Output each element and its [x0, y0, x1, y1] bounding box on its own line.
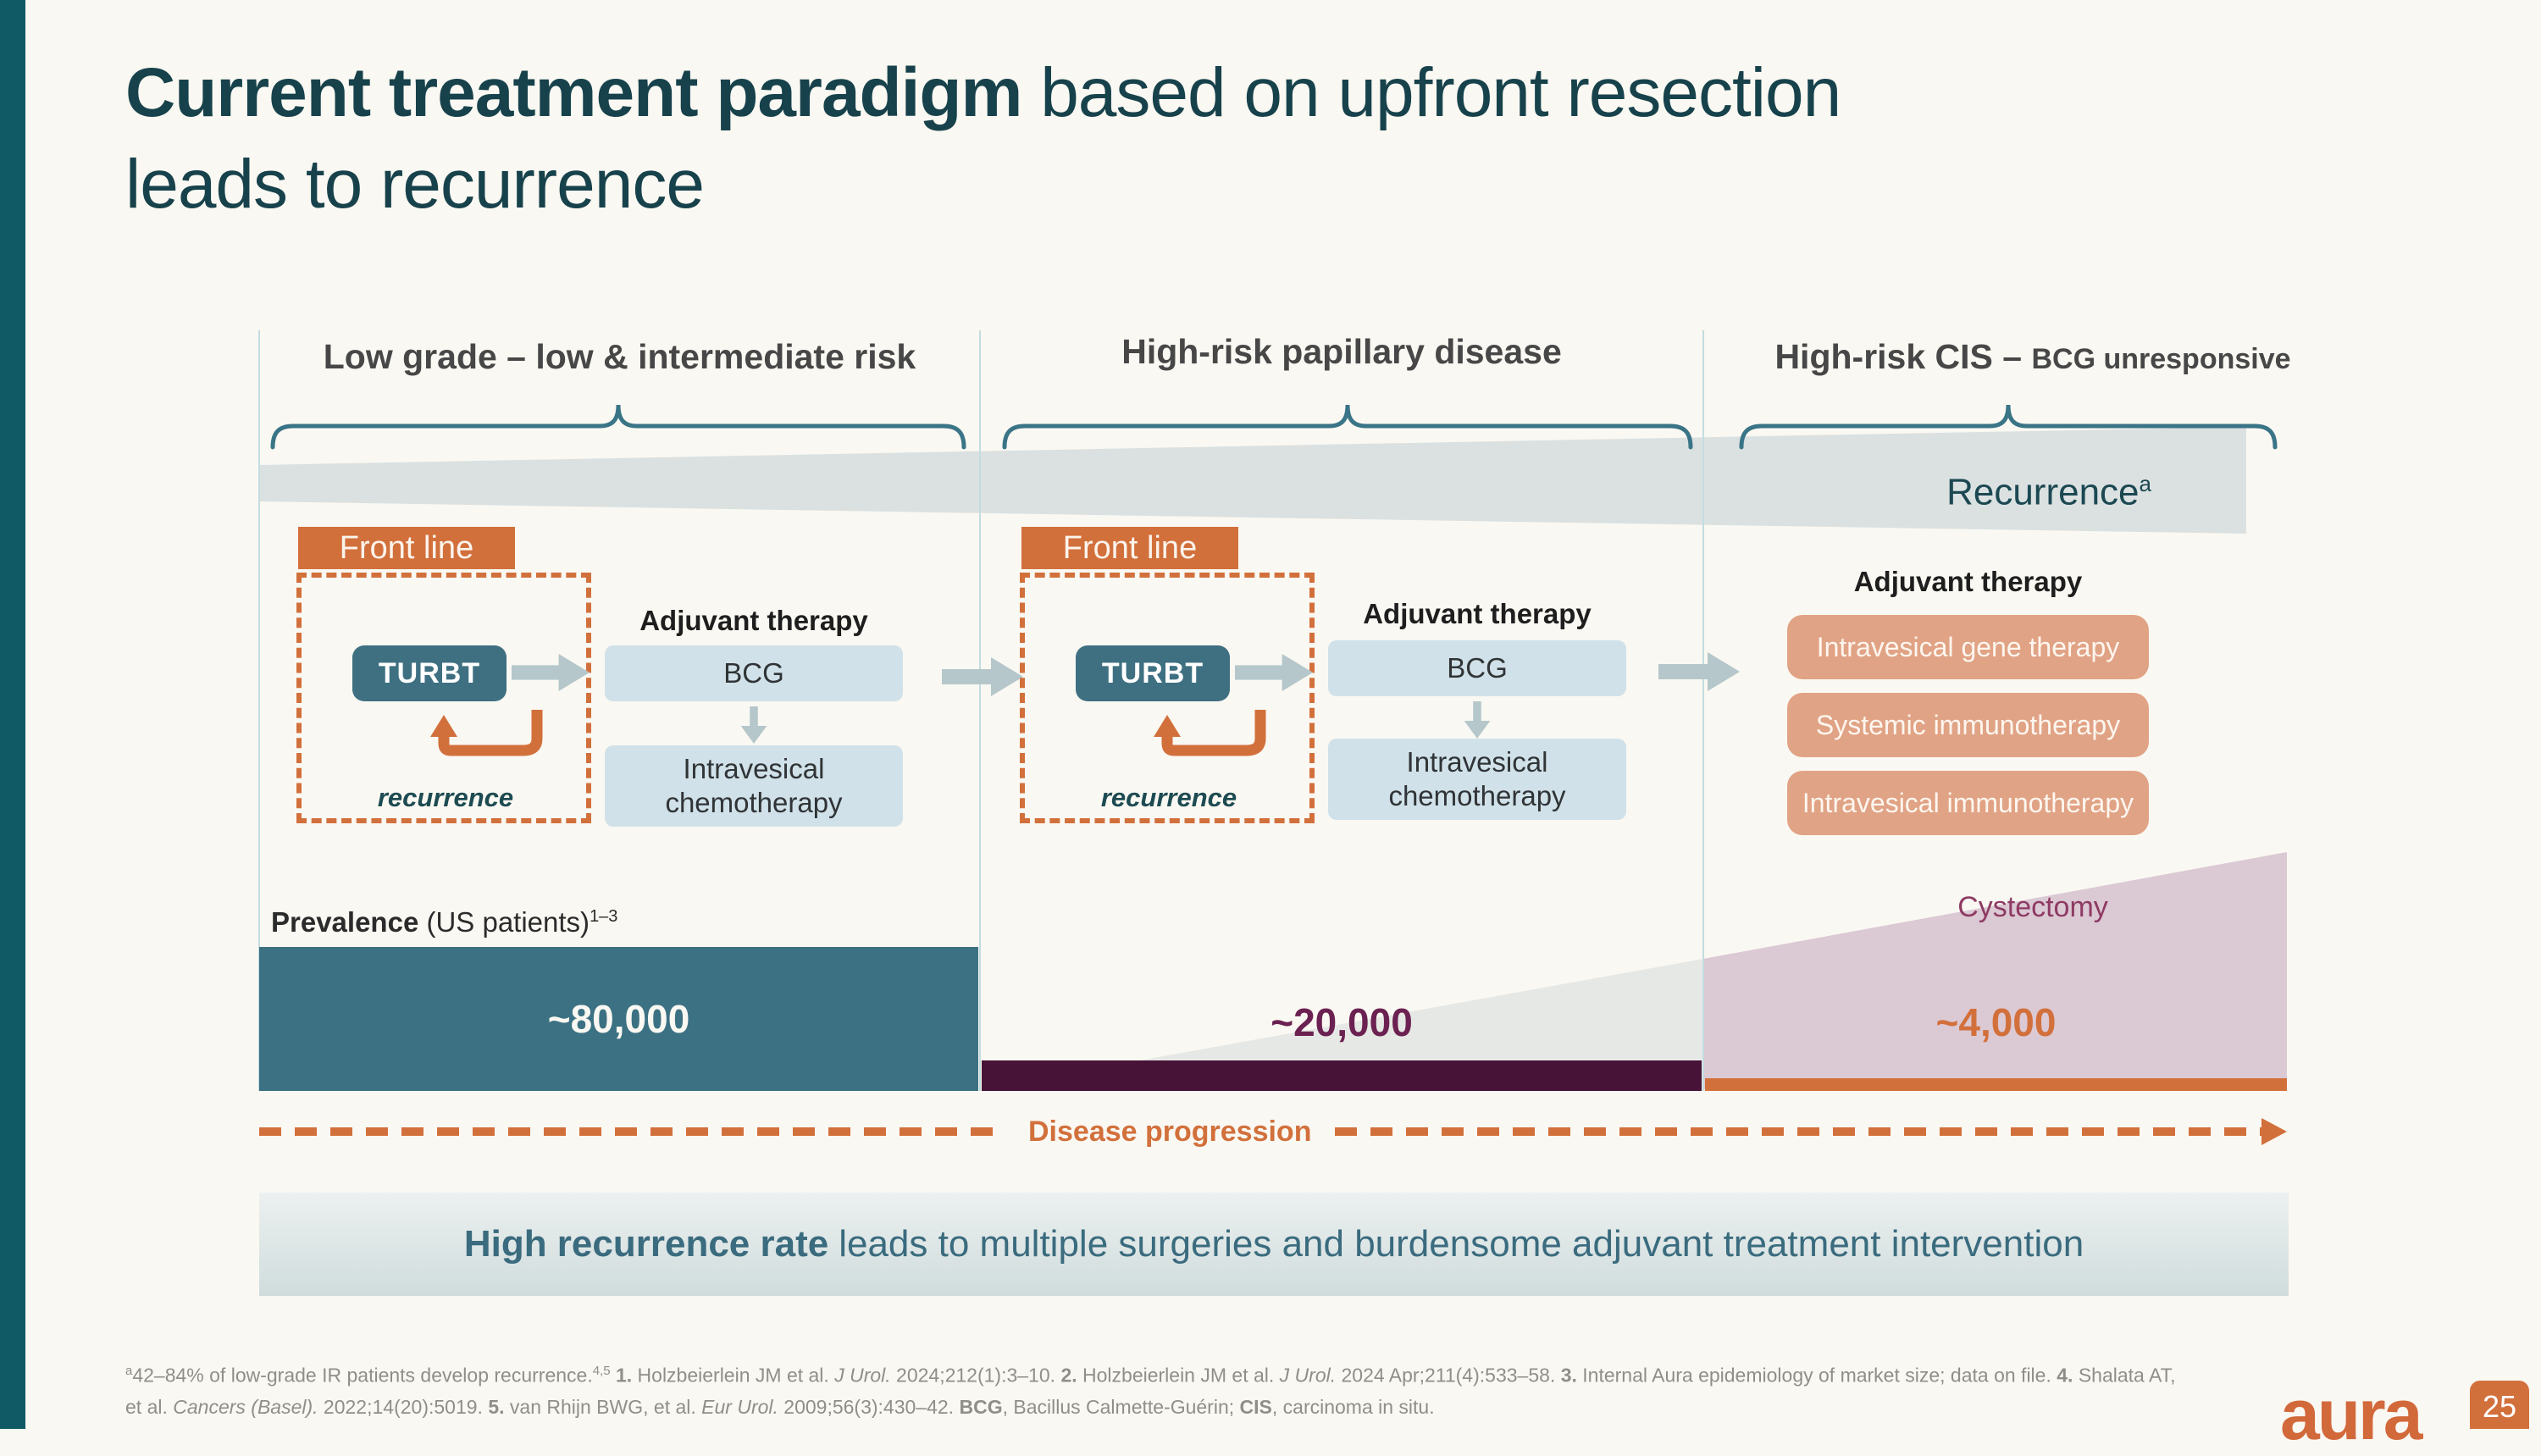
down-arrow-icon-col2	[1464, 701, 1491, 739]
adjuvant-therapy-title-col3: Adjuvant therapy	[1853, 566, 2083, 597]
front-line-label-col1: Front line	[298, 527, 515, 569]
footnotes: a42–84% of low-grade IR patients develop…	[125, 1355, 2209, 1423]
left-accent-bar	[0, 0, 25, 1429]
prevalence-bar-low-grade: ~80,000	[259, 947, 978, 1091]
disease-progression-label: Disease progression	[1028, 1115, 1312, 1148]
panel-divider-left	[258, 330, 260, 1091]
bcg-box-col2: BCG	[1328, 640, 1626, 696]
title-bold: Current treatment paradigm	[125, 54, 1022, 131]
footnote-line-1: a42–84% of low-grade IR patients develop…	[125, 1364, 2176, 1387]
recurrence-footnote-marker: a	[2139, 471, 2151, 496]
prevalence-footnote-marker: 1–3	[590, 907, 618, 926]
progression-dash-right	[1335, 1127, 2261, 1136]
cystectomy-wedge-mauve	[1703, 852, 2287, 1089]
footnote-line-2: et al. Cancers (Basel). 2022;14(20):5019…	[125, 1395, 1435, 1418]
right-arrow-icon-col1	[512, 653, 590, 692]
prevalence-bar-high-risk-papillary	[982, 1060, 1702, 1091]
title-line2: leads to recurrence	[125, 146, 705, 224]
intravesical-immunotherapy-box: Intravesical immunotherapy	[1787, 771, 2149, 835]
prevalence-value-high-risk-cis: ~4,000	[1935, 1000, 2057, 1044]
big-arrow-col1-col2	[942, 657, 1023, 696]
systemic-immunotherapy-box: Systemic immunotherapy	[1787, 693, 2149, 757]
down-arrow-icon-col1	[740, 706, 767, 744]
brace-low-grade	[270, 404, 966, 450]
column-header-low-grade: Low grade – low & intermediate risk	[323, 337, 916, 376]
prevalence-bar-high-risk-cis	[1705, 1078, 2287, 1091]
header-bcg-unresponsive: BCG unresponsive	[2031, 343, 2291, 375]
recurrence-loop-box-col2	[1020, 573, 1315, 823]
turbt-box-col2: TURBT	[1076, 645, 1230, 701]
recurrence-note-col2: recurrence	[1100, 783, 1237, 812]
brace-high-risk-papillary	[1002, 404, 1693, 450]
turbt-box-col1: TURBT	[352, 645, 507, 701]
banner-bold: High recurrence rate	[463, 1223, 829, 1265]
banner-rest: leads to multiple surgeries and burdenso…	[839, 1223, 2084, 1265]
bcg-box-col1: BCG	[605, 645, 903, 701]
recurrence-loop-arrow-col2	[1154, 710, 1266, 756]
title-rest: based on upfront resection	[1021, 54, 1841, 131]
big-arrow-col2-col3	[1658, 652, 1740, 691]
disease-progression-axis: Disease progression	[259, 1115, 2287, 1149]
panel-divider-1	[979, 330, 981, 1091]
adjuvant-therapy-title-col1: Adjuvant therapy	[639, 605, 868, 636]
recurrence-note-col1: recurrence	[377, 783, 514, 812]
aura-logo: aura	[2280, 1375, 2422, 1454]
intravesical-chemotherapy-box-col1: Intravesical chemotherapy	[605, 745, 903, 827]
brace-high-risk-cis	[1739, 404, 2278, 450]
intravesical-gene-therapy-box: Intravesical gene therapy	[1787, 615, 2149, 679]
panel-divider-2	[1702, 330, 1704, 1091]
intravesical-chemotherapy-box-col2: Intravesical chemotherapy	[1328, 739, 1626, 820]
prevalence-label: Prevalence (US patients)1–3	[271, 906, 618, 938]
adjuvant-therapy-title-col2: Adjuvant therapy	[1363, 598, 1592, 629]
progression-arrowhead-icon	[2261, 1118, 2287, 1145]
column-header-high-risk-cis: High-risk CIS – BCG unresponsive	[1774, 337, 2291, 376]
recurrence-loop-arrow-col1	[430, 710, 543, 756]
column-header-high-risk-papillary: High-risk papillary disease	[1121, 332, 1562, 371]
page-title: Current treatment paradigm based on upfr…	[125, 47, 2463, 230]
page-number-badge: 25	[2470, 1381, 2529, 1429]
front-line-label-col2: Front line	[1021, 527, 1238, 569]
prevalence-value-high-risk-papillary: ~20,000	[1270, 1000, 1413, 1044]
right-arrow-icon-col2	[1235, 653, 1313, 692]
cystectomy-label: Cystectomy	[1957, 891, 2108, 923]
recurrence-band-label: Recurrencea	[1946, 471, 2151, 513]
recurrence-loop-box-col1	[296, 573, 591, 823]
progression-dash-left	[259, 1127, 1005, 1136]
